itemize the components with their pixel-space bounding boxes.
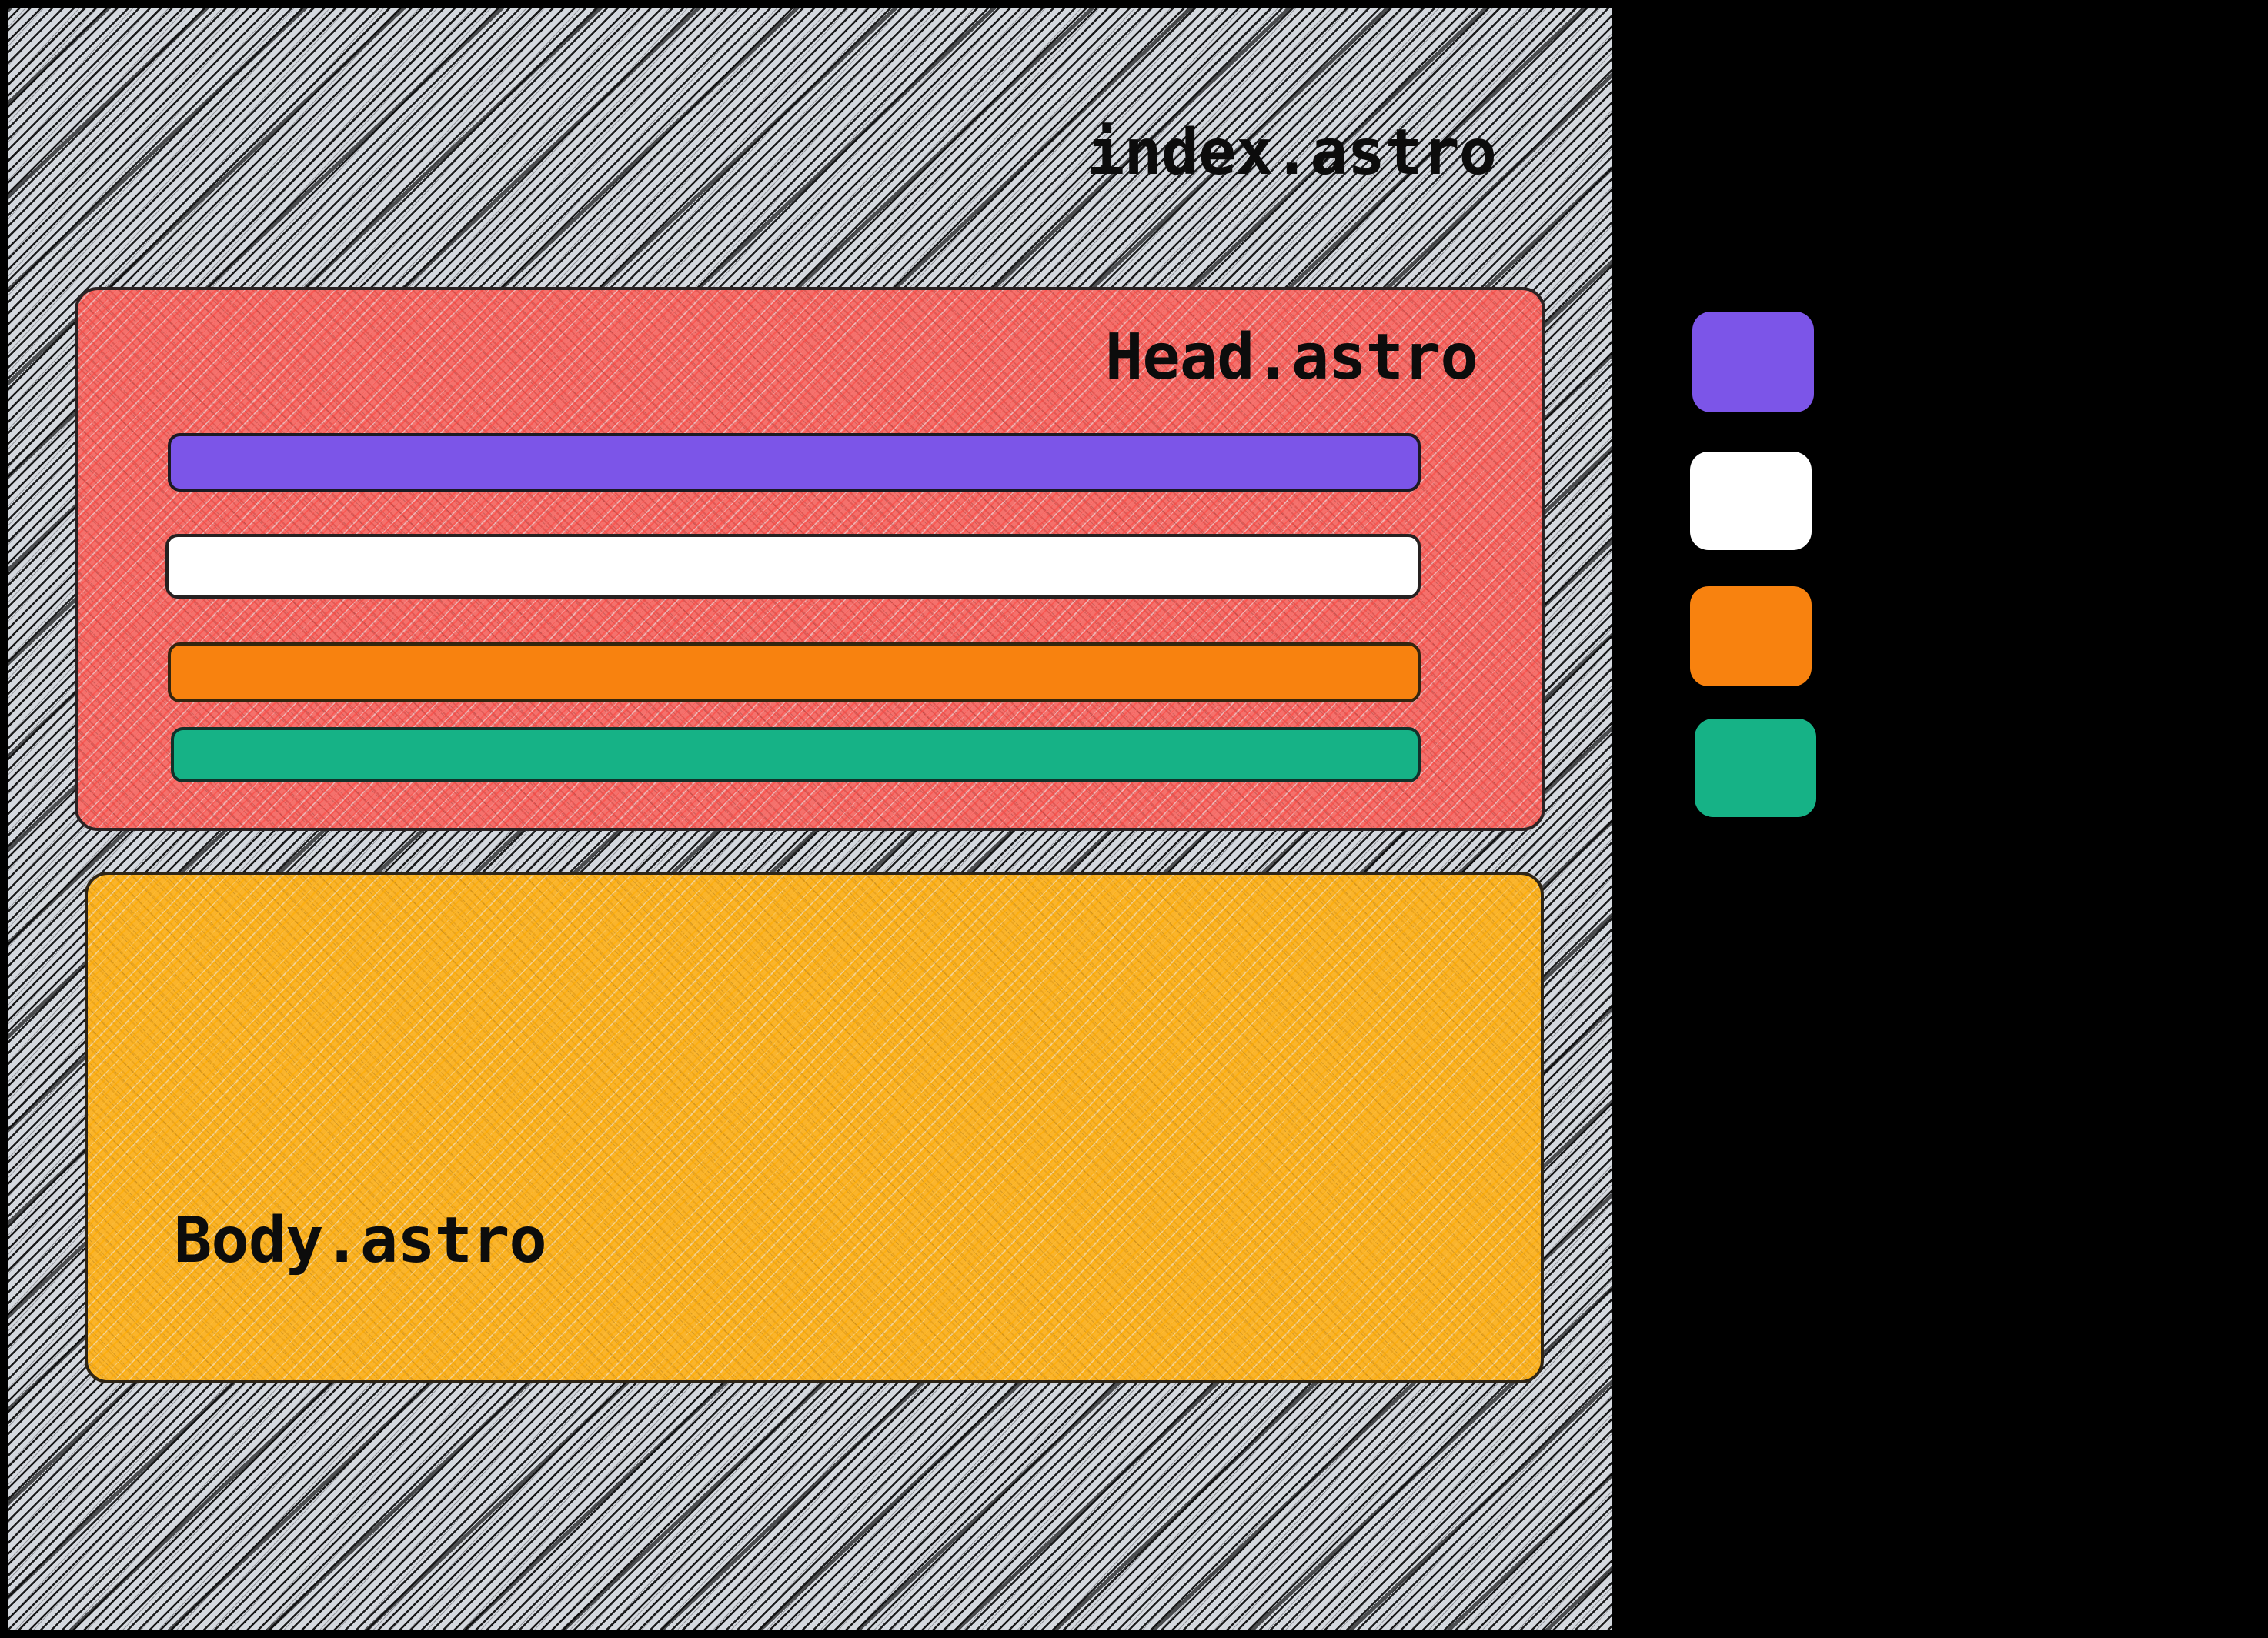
head-green-bar [171,727,1421,782]
body-astro-label: Body.astro [174,1204,547,1277]
legend-orange-swatch [1690,586,1812,686]
legend-purple-swatch [1692,312,1814,412]
body-astro-box: Body.astro [85,872,1544,1383]
head-orange-bar [168,642,1421,702]
head-white-bar [165,534,1421,599]
legend-white-swatch [1690,452,1812,550]
index-astro-label: index.astro [1087,116,1497,189]
head-purple-bar [168,433,1421,492]
head-astro-label: Head.astro [1105,321,1478,394]
legend-green-swatch [1695,719,1816,817]
